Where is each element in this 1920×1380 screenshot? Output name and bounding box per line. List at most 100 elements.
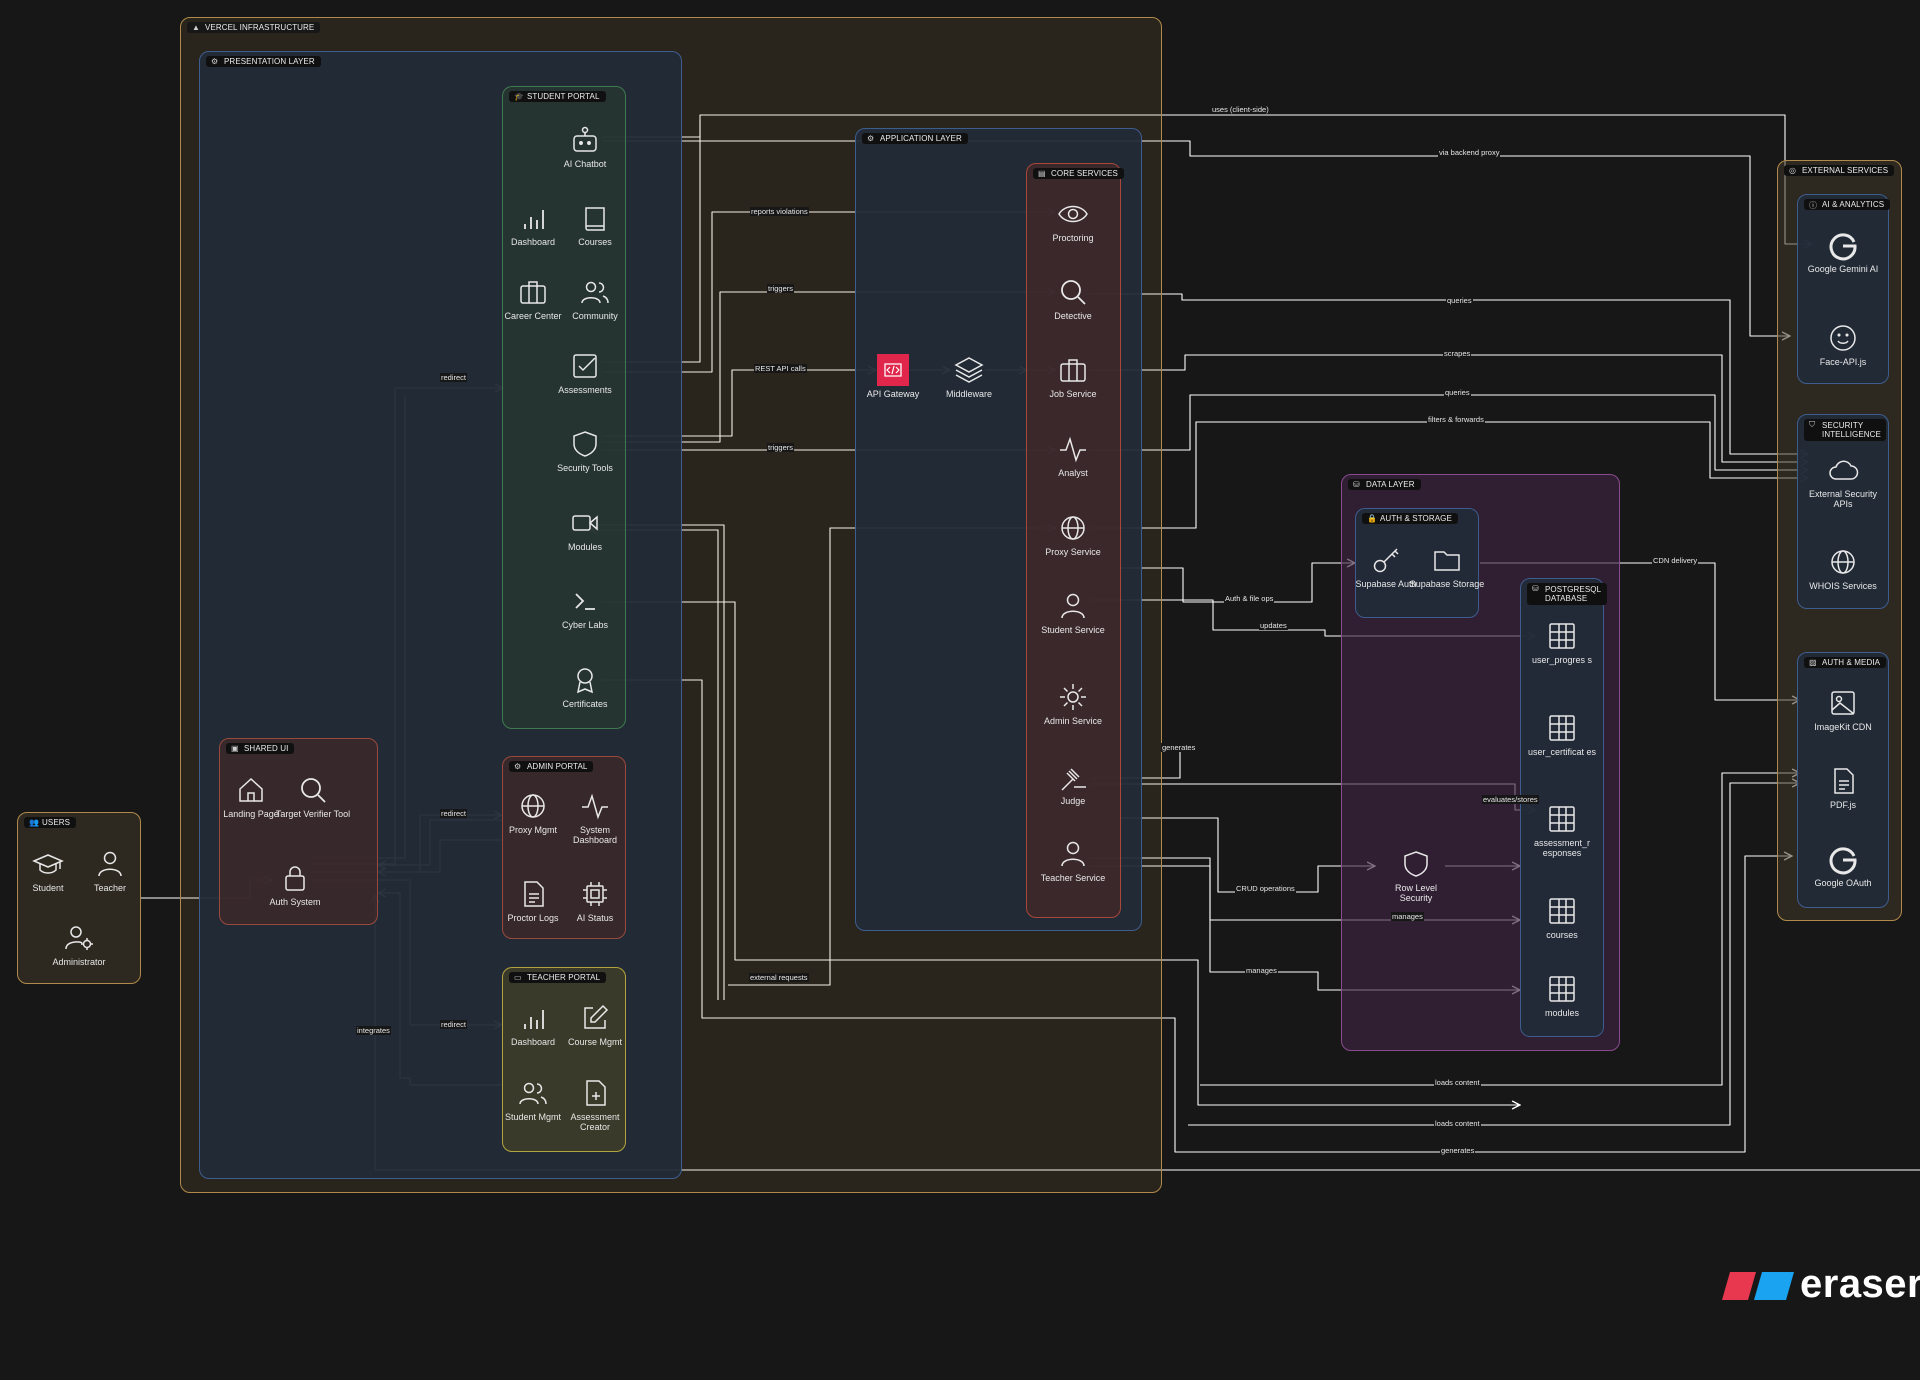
image-icon: ▨ — [1809, 658, 1817, 667]
node-community[interactable]: Community — [557, 276, 633, 321]
edge-label: redirect — [440, 809, 468, 818]
node-label: Teacher Service — [1040, 873, 1106, 883]
node-assessment-creator[interactable]: Assessment Creator — [557, 1077, 633, 1132]
briefcase-icon — [520, 281, 546, 304]
video-icon — [572, 515, 598, 531]
node-student-service[interactable]: Student Service — [1035, 590, 1111, 635]
node-system-dashboard[interactable]: System Dashboard — [557, 790, 633, 845]
node-admin-service[interactable]: Admin Service — [1035, 681, 1111, 726]
search-icon — [1061, 280, 1086, 305]
users-icon: 👥 — [29, 818, 40, 827]
node-supabase-storage[interactable]: Supabase Storage — [1409, 544, 1485, 589]
node-assessments[interactable]: Assessments — [547, 350, 623, 395]
group-title: TEACHER PORTAL — [527, 973, 601, 982]
node-supabase-auth[interactable]: Supabase Auth — [1348, 544, 1424, 589]
node-detective[interactable]: Detective — [1035, 276, 1111, 321]
node-label: Google Gemini AI — [1807, 264, 1879, 274]
node-teacher[interactable]: Teacher — [72, 848, 148, 893]
node-courses[interactable]: Courses — [557, 202, 633, 247]
node-career-center[interactable]: Career Center — [495, 276, 571, 321]
node-ai-status[interactable]: AI Status — [557, 878, 633, 923]
node-label: assessment_r esponses — [1533, 838, 1591, 858]
edge-label: triggers — [767, 284, 795, 293]
node-cyber-labs[interactable]: Cyber Labs — [547, 585, 623, 630]
node-judge[interactable]: Judge — [1035, 761, 1111, 806]
table-courses[interactable]: courses — [1524, 895, 1600, 940]
edge-label: CDN delivery — [1652, 556, 1699, 565]
user-icon — [1061, 593, 1085, 619]
table-user-progress[interactable]: user_progres s — [1524, 620, 1600, 665]
node-auth-system[interactable]: Auth System — [257, 862, 333, 907]
node-proctoring[interactable]: Proctoring — [1035, 198, 1111, 243]
node-label: Proxy Mgmt — [508, 825, 557, 835]
activity-icon — [1060, 436, 1086, 463]
node-proctor-logs[interactable]: Proctor Logs — [495, 878, 571, 923]
node-label: Google OAuth — [1814, 878, 1872, 888]
node-pdf-js[interactable]: PDF.js — [1805, 765, 1881, 810]
node-label: Student Mgmt — [504, 1112, 562, 1122]
node-teacher-service[interactable]: Teacher Service — [1035, 838, 1111, 883]
node-label: AI Chatbot — [563, 159, 607, 169]
node-external-security-apis[interactable]: External Security APIs — [1805, 454, 1881, 509]
node-analyst[interactable]: Analyst — [1035, 433, 1111, 478]
node-label: Landing Page — [223, 809, 279, 819]
node-modules[interactable]: Modules — [547, 507, 623, 552]
node-target-verifier-tool[interactable]: Target Verifier Tool — [275, 774, 351, 819]
smile-icon — [1830, 325, 1856, 351]
user-cog-icon — [65, 926, 93, 950]
node-face-api-js[interactable]: Face-API.js — [1805, 322, 1881, 367]
group-security-intelligence: ⛉SECURITY INTELLIGENCE — [1797, 414, 1889, 609]
node-proxy-service[interactable]: Proxy Service — [1035, 512, 1111, 557]
file-plus-icon — [586, 1080, 606, 1106]
node-middleware[interactable]: Middleware — [931, 354, 1007, 399]
table-user-certificates[interactable]: user_certificat es — [1524, 712, 1600, 757]
node-student[interactable]: Student — [10, 848, 86, 893]
edge-label: queries — [1444, 388, 1471, 397]
table-icon — [1549, 976, 1575, 1002]
activity-icon — [582, 793, 608, 820]
group-users: 👥USERS — [17, 812, 141, 984]
edge-label: scrapes — [1443, 349, 1472, 358]
group-title: PRESENTATION LAYER — [224, 57, 315, 66]
group-auth-media: ▨AUTH & MEDIA — [1797, 652, 1889, 908]
node-teacher-dashboard[interactable]: Dashboard — [495, 1002, 571, 1047]
edge-label: generates — [1161, 743, 1197, 752]
node-whois-services[interactable]: WHOIS Services — [1805, 546, 1881, 591]
node-administrator[interactable]: Administrator — [41, 922, 117, 967]
gavel-icon — [1061, 768, 1086, 791]
node-api-gateway[interactable]: API Gateway — [855, 354, 931, 399]
table-modules[interactable]: modules — [1524, 973, 1600, 1018]
node-student-mgmt[interactable]: Student Mgmt — [495, 1077, 571, 1122]
group-title: VERCEL INFRASTRUCTURE — [205, 23, 315, 32]
node-label: Proctor Logs — [507, 913, 559, 923]
node-dashboard[interactable]: Dashboard — [495, 202, 571, 247]
checkbox-icon — [573, 354, 597, 378]
node-row-level-security[interactable]: Row Level Security — [1378, 848, 1454, 903]
node-proxy-mgmt[interactable]: Proxy Mgmt — [495, 790, 571, 835]
briefcase-icon — [1060, 359, 1086, 382]
node-certificates[interactable]: Certificates — [547, 664, 623, 709]
node-job-service[interactable]: Job Service — [1035, 354, 1111, 399]
node-security-tools[interactable]: Security Tools — [547, 428, 623, 473]
node-google-oauth[interactable]: Google OAuth — [1805, 843, 1881, 888]
table-assessment-responses[interactable]: assessment_r esponses — [1524, 803, 1600, 858]
group-student-portal: 🎓STUDENT PORTAL — [502, 86, 626, 729]
node-ai-chatbot[interactable]: AI Chatbot — [547, 124, 623, 169]
eye-icon — [1058, 205, 1088, 223]
edge-label: triggers — [767, 443, 795, 452]
node-label: Student — [32, 883, 64, 893]
node-label: Career Center — [504, 311, 562, 321]
node-imagekit-cdn[interactable]: ImageKit CDN — [1805, 687, 1881, 732]
database-icon: ⛁ — [1353, 480, 1360, 489]
node-label: Security Tools — [557, 463, 613, 473]
node-label: AI Status — [576, 913, 614, 923]
group-title: POSTGRESQL DATABASE — [1545, 585, 1601, 603]
node-google-gemini-ai[interactable]: Google Gemini AI — [1805, 229, 1881, 274]
node-course-mgmt[interactable]: Course Mgmt — [557, 1002, 633, 1047]
group-title: SHARED UI — [244, 744, 289, 753]
node-label: Supabase Auth — [1355, 579, 1417, 589]
group-title: AI & ANALYTICS — [1822, 200, 1885, 209]
node-landing-page[interactable]: Landing Page — [213, 774, 289, 819]
users-icon — [519, 1082, 547, 1105]
node-label: Judge — [1060, 796, 1086, 806]
